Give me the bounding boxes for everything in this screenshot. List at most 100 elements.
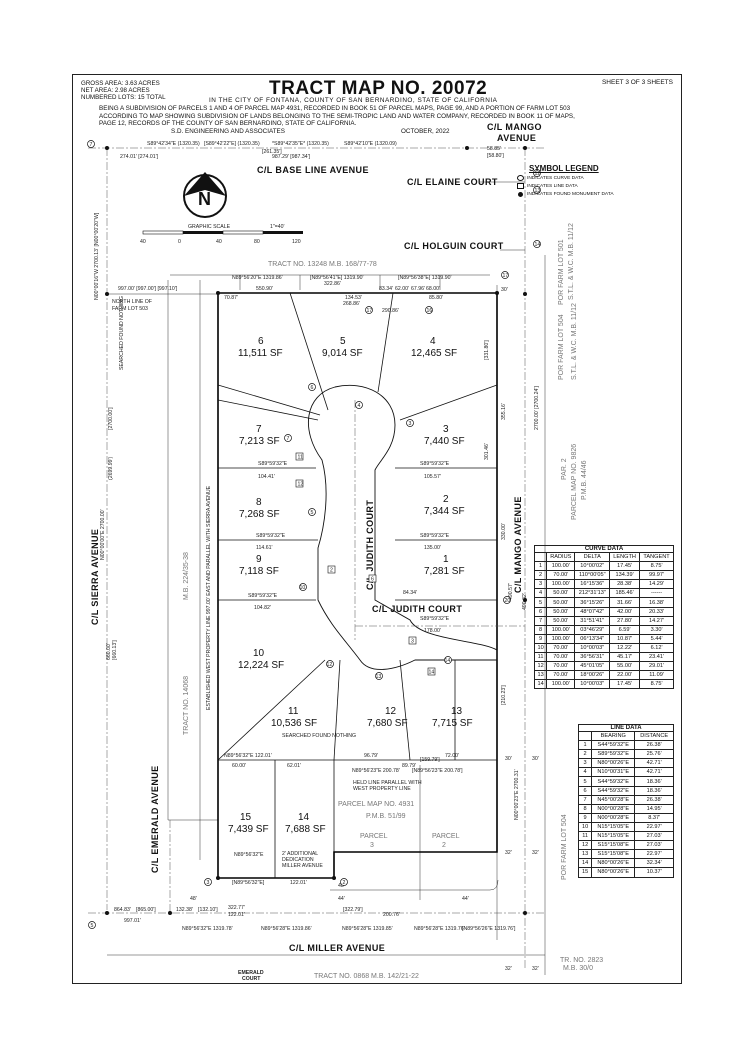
lot-area: 10,536 SF bbox=[271, 718, 317, 729]
lot-number: 6 bbox=[258, 336, 264, 347]
monument-label: 10 bbox=[300, 585, 306, 591]
lot-labels: 6 11,511 SF 5 9,014 SF 4 12,465 SF 7 7,2… bbox=[228, 336, 473, 835]
table-cell: 134.39' bbox=[609, 570, 641, 581]
dim-label: 68.00' bbox=[426, 286, 440, 292]
ref-parcel2-n: 2 bbox=[442, 842, 446, 849]
table-cell: 100.00' bbox=[546, 624, 576, 635]
note-held-line-2: WEST PROPERTY LINE bbox=[353, 786, 411, 792]
description-line-1: BEING A SUBDIVISION OF PARCELS 1 AND 4 O… bbox=[99, 105, 571, 112]
table-cell: 70.00' bbox=[546, 652, 576, 663]
table-cell: 27.03' bbox=[634, 840, 674, 851]
dim-label: [261.35'] bbox=[262, 149, 282, 155]
note-established-w: ESTABLISHED WEST PROPERTY LINE 997.00' E… bbox=[206, 485, 212, 710]
legend-text: INDICATES FOUND MONUMENT DATA bbox=[527, 191, 614, 197]
table-header-cell: DISTANCE bbox=[634, 730, 674, 742]
table-cell: N80°00'26"E bbox=[591, 858, 636, 869]
table-cell: 8.75' bbox=[639, 561, 674, 572]
description-line-3: PAGE 12, RECORDS OF THE COUNTY OF SAN BE… bbox=[99, 120, 357, 128]
dim-label: 89.79' bbox=[402, 763, 416, 769]
lot-ticks-top bbox=[239, 275, 441, 290]
dim-label: *S89°42'35"E* (1320.35) bbox=[272, 141, 329, 147]
dim-label: 268.86' bbox=[343, 301, 360, 307]
sheet-number: SHEET 3 OF 3 SHEETS bbox=[601, 79, 673, 86]
scale-ratio: 1"=40' bbox=[270, 224, 285, 230]
table-cell: 6.12' bbox=[639, 642, 674, 654]
dim-label: 550.90' bbox=[256, 286, 273, 292]
table-cell: 22.97' bbox=[634, 849, 674, 860]
lot-area: 7,439 SF bbox=[228, 824, 269, 835]
reference-labels: TRACT NO. 13248 M.B. 168/77-78 PARCEL MA… bbox=[183, 223, 603, 980]
ref-parcel-map-9826: PARCEL MAP NO. 9826 bbox=[571, 444, 578, 520]
ref-pmb-4446: P.M.B. 44/46 bbox=[581, 460, 588, 500]
dim-label: 301.46' bbox=[484, 443, 490, 460]
table-cell: 12 bbox=[577, 840, 593, 851]
dim-label: [N89°56'41"E] 1319.90' bbox=[310, 275, 364, 281]
table-cell: N15°15'05"E bbox=[591, 821, 636, 833]
monument-label: 20 bbox=[505, 598, 511, 604]
dim-label: [N89°56'32"E] bbox=[232, 880, 265, 886]
monument-label: 17 bbox=[503, 273, 509, 279]
ref-parcel3-n: 3 bbox=[370, 842, 374, 849]
monument-label: 14 bbox=[535, 242, 541, 248]
table-cell: 32.34' bbox=[634, 858, 674, 869]
monument-label: 2 bbox=[343, 880, 346, 886]
dim-label: [N89°56'38"E] 1319.90' bbox=[398, 275, 452, 281]
dim-label: 58.85' bbox=[487, 146, 501, 152]
scale-label: GRAPHIC SCALE bbox=[188, 224, 231, 230]
lot-area: 12,224 SF bbox=[238, 660, 284, 671]
street-mango-top: C/L MANGO bbox=[487, 122, 542, 132]
dim-label: N89°56'28"E 1319.76' bbox=[414, 926, 465, 932]
table-cell: 55.00' bbox=[609, 661, 641, 672]
dim-label: [865.00'] bbox=[136, 907, 156, 913]
table-cell: 42.71' bbox=[634, 767, 674, 778]
table-cell: S44°59'32"E bbox=[591, 785, 636, 796]
dim-label: 660.00' bbox=[106, 643, 112, 660]
dim-label: 44' bbox=[462, 896, 469, 902]
table-cell: 16°15'36" bbox=[574, 579, 611, 590]
monument-label: 13 bbox=[535, 188, 541, 194]
dim-label: S89°59'32"E bbox=[258, 461, 288, 467]
table-cell: 42.71' bbox=[634, 758, 674, 769]
ref-tract-bottom: TRACT NO. 0868 M.B. 142/21-22 bbox=[314, 973, 419, 980]
monument-markers: 7 5 3 2 20 17 12 13 14 17 16 6 bbox=[87, 140, 541, 929]
table-cell: 70.00' bbox=[546, 642, 576, 654]
legend-item-monument: INDICATES FOUND MONUMENT DATA bbox=[517, 191, 614, 197]
lot-area: 7,715 SF bbox=[432, 718, 473, 729]
street-elaine: C/L ELAINE COURT bbox=[407, 177, 498, 187]
line-table-title: LINE DATA bbox=[578, 724, 674, 731]
monument-label: 3 bbox=[409, 421, 412, 427]
dim-label: 72.00' bbox=[445, 753, 459, 759]
table-cell: 06°13'34" bbox=[574, 633, 611, 644]
scale-tick: 40 bbox=[216, 239, 222, 245]
dim-label: 114.61' bbox=[256, 545, 272, 551]
table-cell: 45°01'05" bbox=[574, 661, 611, 672]
dim-label: 178.00' bbox=[424, 628, 441, 634]
table-cell: N80°00'26"E bbox=[591, 758, 636, 769]
lot-number: 10 bbox=[253, 648, 265, 659]
table-cell: 11 bbox=[533, 652, 548, 663]
dim-label: N89°56'20"E 1319.86' bbox=[232, 275, 283, 281]
table-cell: 2 bbox=[577, 749, 593, 760]
lot-number: 13 bbox=[451, 706, 463, 717]
map-sheet: GROSS AREA: 3.63 ACRES NET AREA: 2.98 AC… bbox=[72, 74, 682, 984]
square-icon bbox=[517, 183, 524, 190]
table-cell: 10.37' bbox=[634, 867, 674, 878]
monument-label: 7 bbox=[287, 436, 290, 442]
ref-parcel-map: PARCEL MAP NO. 4931 bbox=[338, 801, 414, 808]
note-dedication-1: 2' ADDITIONAL bbox=[282, 851, 318, 857]
table-cell: 31°51'41" bbox=[574, 615, 611, 626]
table-cell: N15°15'05"E bbox=[591, 831, 636, 842]
table-header-cell: BEARING bbox=[591, 730, 636, 742]
lot-area: 7,344 SF bbox=[424, 506, 465, 517]
dim-label: 105.57' bbox=[424, 474, 441, 480]
dim-label: 67.96' bbox=[411, 286, 425, 292]
